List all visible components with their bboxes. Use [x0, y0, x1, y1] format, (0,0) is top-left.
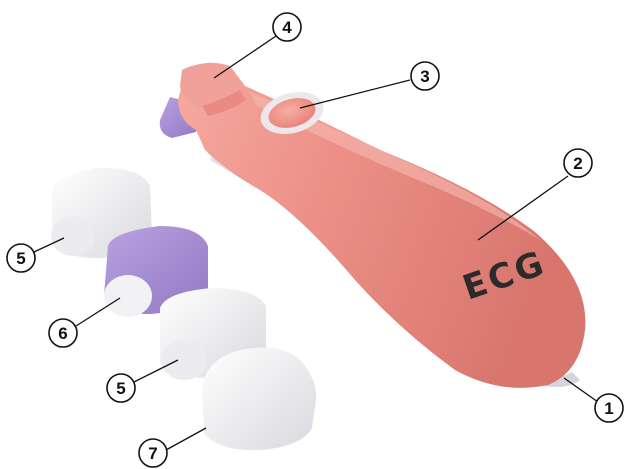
svg-text:5: 5	[16, 249, 25, 268]
svg-text:1: 1	[604, 399, 613, 418]
svg-text:5: 5	[116, 379, 125, 398]
callout-1: 1	[595, 394, 623, 422]
callout-6: 6	[49, 319, 77, 347]
leader-line-1	[564, 378, 598, 402]
leader-line-4	[214, 36, 276, 78]
callout-3: 3	[411, 62, 439, 90]
callout-5-bottom: 5	[107, 374, 135, 402]
leader-line-7	[166, 428, 206, 450]
leader-line-3	[300, 80, 410, 108]
svg-text:3: 3	[420, 67, 429, 86]
svg-text:4: 4	[282, 18, 292, 37]
callout-4: 4	[273, 13, 301, 41]
svg-text:7: 7	[148, 444, 157, 463]
svg-text:6: 6	[58, 324, 67, 343]
spare-roller-rounded-cap	[202, 348, 316, 451]
callout-5-top: 5	[7, 244, 35, 272]
svg-text:2: 2	[573, 154, 582, 173]
callout-7: 7	[139, 439, 167, 467]
callout-2: 2	[564, 149, 592, 177]
